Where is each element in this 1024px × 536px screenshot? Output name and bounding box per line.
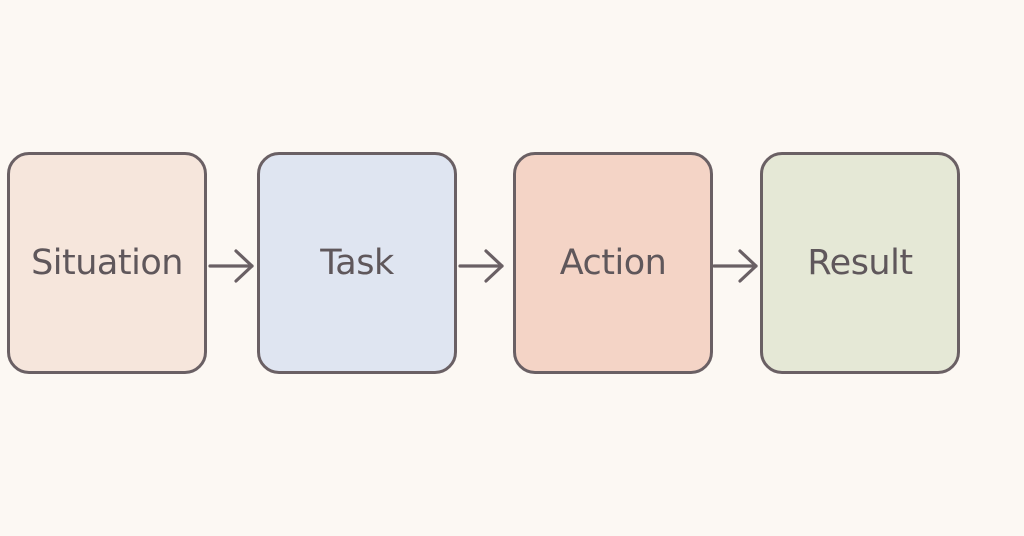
step-result-box: Result bbox=[760, 152, 960, 374]
step-action-box: Action bbox=[513, 152, 713, 374]
step-result-label: Result bbox=[807, 243, 913, 283]
step-action-label: Action bbox=[559, 243, 667, 283]
arrow-task-to-action bbox=[458, 247, 506, 285]
arrow-action-to-result bbox=[712, 247, 760, 285]
arrow-right-icon bbox=[712, 249, 758, 283]
arrow-right-icon bbox=[458, 249, 504, 283]
step-situation-label: Situation bbox=[31, 243, 183, 283]
arrow-situation-to-task bbox=[208, 247, 256, 285]
arrow-right-icon bbox=[208, 249, 254, 283]
step-task-box: Task bbox=[257, 152, 457, 374]
step-task-label: Task bbox=[320, 243, 394, 283]
step-situation-box: Situation bbox=[7, 152, 207, 374]
